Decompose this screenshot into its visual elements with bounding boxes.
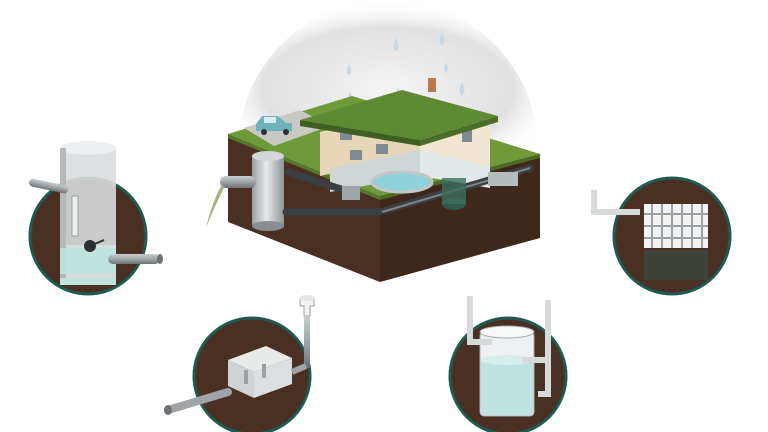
- green-roof: [300, 90, 498, 140]
- car-icon: [256, 116, 292, 135]
- detail-ring: [192, 316, 312, 432]
- concrete-well-icon: [252, 151, 284, 231]
- infiltration-crate-icon: [591, 190, 708, 280]
- outlet-pipe: [220, 176, 256, 188]
- chimney: [428, 78, 436, 92]
- detail-ring: [612, 176, 732, 296]
- infiltration-crate-detail: [591, 176, 732, 296]
- pump-well-detail: [28, 141, 163, 296]
- inspection-box: [342, 186, 360, 200]
- toilet-separator-icon: [164, 295, 315, 415]
- house-cutaway: [206, 0, 540, 282]
- storage-tank-icon: [467, 296, 551, 417]
- house: [300, 78, 498, 192]
- storage-box: [488, 172, 518, 186]
- pond: [372, 172, 432, 192]
- outflow-water: [206, 184, 224, 228]
- pump-well-icon: [60, 141, 116, 278]
- storage-tank-detail: [448, 296, 568, 432]
- detail-ring: [448, 316, 568, 432]
- toilet-separator-detail: [164, 295, 315, 432]
